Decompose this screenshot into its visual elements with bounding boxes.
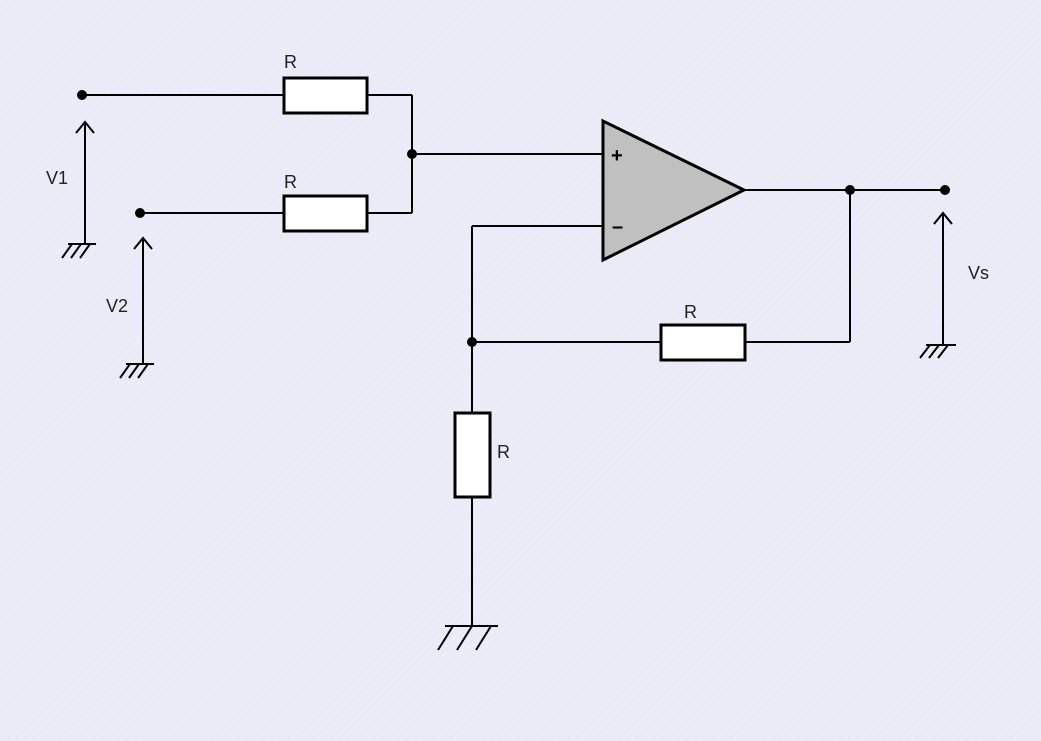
ground-symbol-main — [437, 625, 498, 651]
resistor-ground-label: R — [497, 442, 510, 462]
v2-terminal — [135, 208, 145, 218]
v2-arrow — [133, 236, 153, 364]
resistor-input-1 — [282, 76, 369, 115]
v1-terminal — [77, 90, 87, 100]
resistor-input-2-label: R — [284, 172, 297, 192]
resistor-feedback — [659, 323, 747, 362]
vs-arrow — [933, 211, 953, 345]
resistor-input-1-label: R — [284, 52, 297, 72]
opamp-minus-sign: – — [612, 216, 623, 238]
vs-label: Vs — [968, 263, 989, 283]
v2-label: V2 — [106, 296, 128, 316]
output-junction — [845, 185, 855, 195]
opamp-triangle — [601, 118, 748, 263]
feedback-wire-right — [745, 190, 851, 343]
opamp-plus-sign: + — [611, 145, 623, 167]
v1-label: V1 — [46, 168, 68, 188]
minus-input-wire — [471, 225, 603, 413]
v1-arrow — [75, 120, 95, 244]
resistor-feedback-label: R — [684, 302, 697, 322]
vs-terminal — [940, 185, 950, 195]
resistor-input-2 — [282, 194, 369, 233]
resistor-ground — [453, 411, 492, 499]
ground-symbol-vs — [919, 344, 956, 359]
plus-junction — [407, 149, 417, 159]
ground-symbol-v1 — [61, 243, 96, 259]
ground-symbol-v2 — [119, 363, 154, 379]
